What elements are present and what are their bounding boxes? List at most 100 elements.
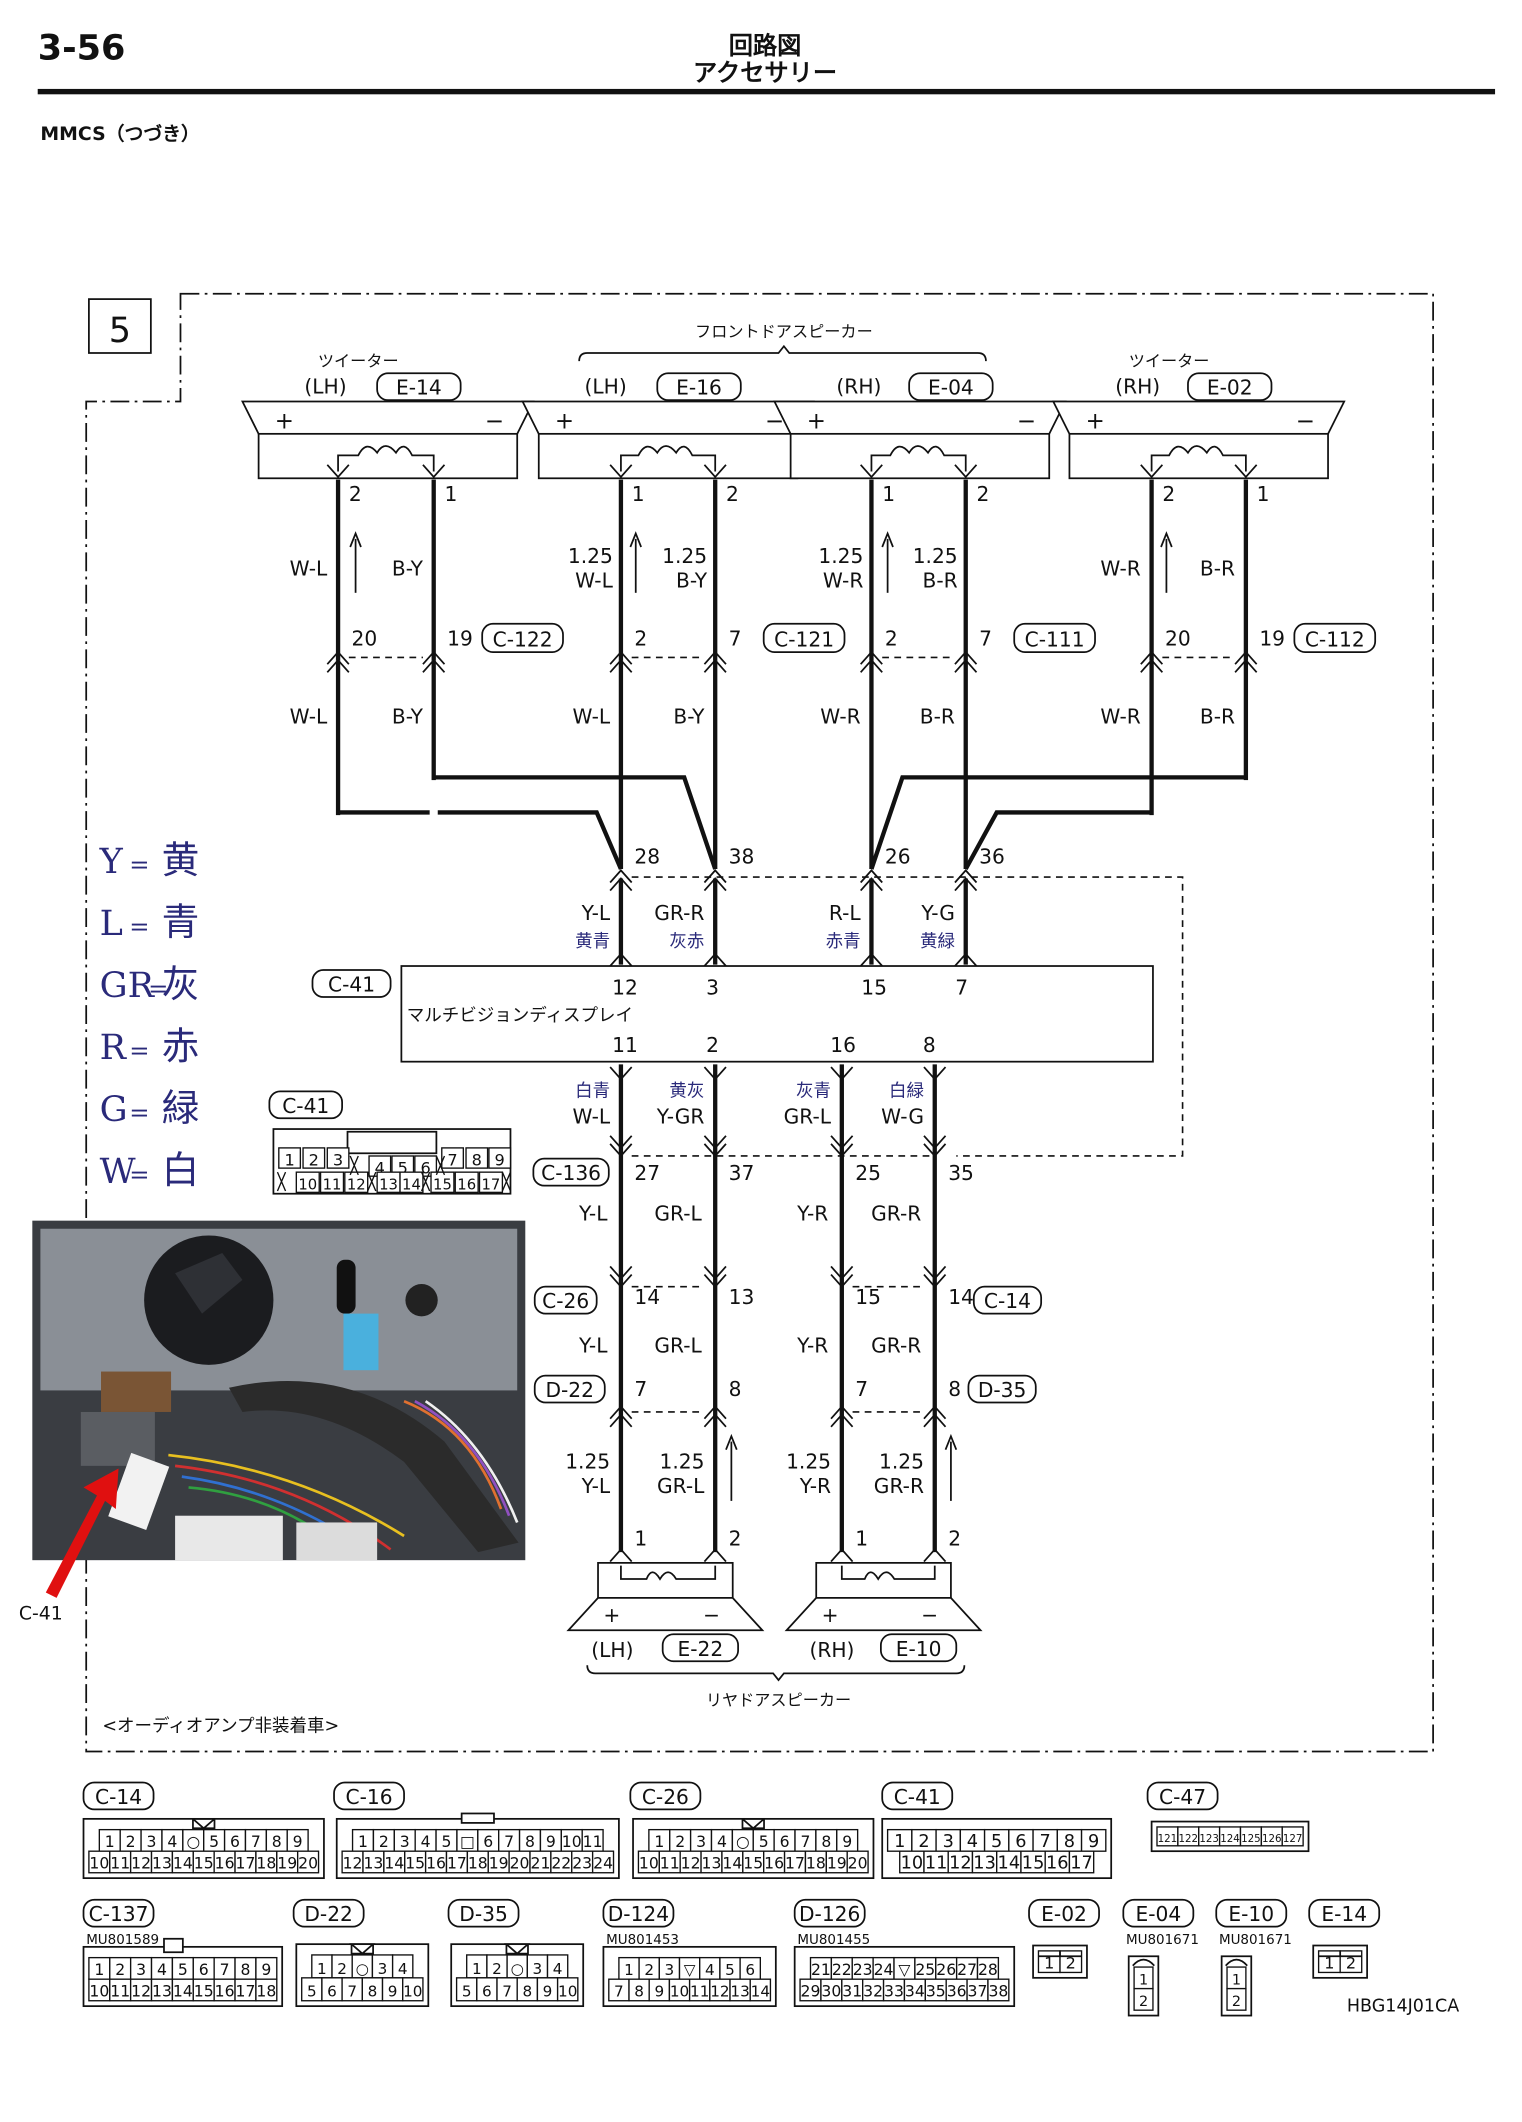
- pin-label: ▽: [898, 1960, 910, 1979]
- c136-connector: C-136: [532, 1157, 610, 1187]
- lower-plus-wire-code: W-R: [820, 704, 860, 728]
- pin-label: 6: [327, 1983, 337, 2001]
- junction-plus-terminal: [1140, 650, 1164, 665]
- pin-label: 24: [874, 1960, 894, 1979]
- speaker-side: (LH): [585, 374, 627, 398]
- front-group-label: フロントドアスピーカー: [695, 322, 873, 341]
- c126-pin: 28: [634, 845, 660, 869]
- blank-pin-icon: [501, 1171, 512, 1192]
- speaker-symbol-term-plus: [326, 464, 350, 479]
- pin-label: 14: [384, 1854, 404, 1873]
- legend-equals: =: [129, 1098, 149, 1127]
- speaker-connector: E-16: [656, 372, 742, 402]
- display-lower-terminal: [830, 1066, 854, 1081]
- face-c-137-part-number: MU801589: [86, 1932, 159, 1948]
- face-c-137-label-outline: [82, 1898, 155, 1928]
- speaker-connector: E-04: [908, 372, 994, 402]
- display-lower-pin: 8: [923, 1033, 936, 1057]
- face-e-10-label: E-10: [1215, 1898, 1288, 1928]
- face-c-14-label-outline: [82, 1781, 155, 1811]
- lower-minus-wire-code: B-Y: [392, 704, 424, 728]
- face-d-35-label-outline: [447, 1898, 520, 1928]
- pin-label: 26: [936, 1960, 956, 1979]
- pin-label: 18: [468, 1854, 488, 1873]
- face-d-124-label-outline: [602, 1898, 675, 1928]
- lower-minus-wire-code: B-Y: [673, 704, 705, 728]
- pin-label: 1: [1044, 1953, 1054, 1972]
- pin-label: 2: [126, 1832, 136, 1851]
- junction-connector: C-111: [1013, 622, 1096, 653]
- junction-plus-pin: 2: [634, 626, 647, 650]
- pin-label: 18: [256, 1854, 276, 1873]
- wire-tweeter-lh-plus-route: [338, 810, 623, 870]
- pin-label: 7: [504, 1832, 514, 1851]
- wire-mask: [429, 780, 438, 872]
- pin-label: 9: [388, 1983, 398, 2001]
- c126-terminal: [954, 869, 978, 884]
- speaker-connector-outline: [656, 372, 742, 402]
- pin-label: 14: [722, 1854, 742, 1873]
- rear-wire-code: Y-R: [799, 1474, 831, 1498]
- lower-plus-wire-code: W-R: [1100, 704, 1140, 728]
- pin-cell: [488, 1147, 512, 1169]
- pin-label: 8: [1064, 1832, 1075, 1852]
- legend-code: L: [100, 903, 123, 944]
- display-lower-terminal: [923, 1066, 947, 1081]
- page-title: 回路図: [729, 31, 802, 60]
- c26-c14-terminal-2: [923, 1265, 947, 1280]
- d22-connector-outline: [533, 1374, 606, 1404]
- pin-label: 8: [368, 1983, 378, 2001]
- mid-wire-code-2: GR-L: [654, 1334, 702, 1358]
- pin-label: 10: [639, 1854, 659, 1873]
- face-e-14-label-outline: [1308, 1898, 1381, 1928]
- face-e-02-label: E-02: [1028, 1898, 1100, 1928]
- speaker-side: (LH): [304, 374, 346, 398]
- mid-wire-code: GR-R: [871, 1202, 921, 1226]
- lock-key-icon: [460, 1812, 495, 1824]
- speaker-symbol-term-minus: [954, 464, 978, 479]
- legend-meaning: 赤: [162, 1024, 200, 1068]
- c41-face-connector-outline: [268, 1090, 343, 1120]
- face-c-47-label-outline: [1146, 1781, 1219, 1811]
- pin-label: 2: [675, 1832, 685, 1851]
- c126-terminal: [703, 869, 727, 884]
- c126-terminal: [609, 869, 633, 884]
- pin-label: 9: [543, 1983, 553, 2001]
- pin-label: 10: [298, 1177, 317, 1194]
- junction-connector-outline: [1293, 622, 1377, 653]
- display-upper-pin: 12: [612, 975, 638, 999]
- legend-code: G: [100, 1089, 128, 1130]
- legend-equals: =: [129, 1160, 149, 1189]
- pin-label: 12: [131, 1854, 151, 1873]
- pin-label: 124: [1220, 1833, 1240, 1845]
- pin-label: 2: [1346, 1953, 1356, 1972]
- pin-label: 1: [624, 1961, 634, 1979]
- face-e-04-part-number: MU801671: [1126, 1932, 1199, 1948]
- plus-wire-code: W-R: [1100, 556, 1140, 580]
- pin-label: 9: [1088, 1832, 1099, 1852]
- pin-label: 2: [1066, 1953, 1076, 1972]
- plus-wire-code: W-L: [575, 568, 613, 592]
- junction-connector-outline: [481, 622, 564, 653]
- wire-mask: [1241, 780, 1250, 872]
- pin-label: 14: [173, 1982, 193, 2001]
- pin-label: 17: [236, 1982, 256, 2001]
- c26-c14-pin: 14: [948, 1285, 974, 1309]
- c136-terminal-2: [609, 1135, 633, 1150]
- pin-label: 4: [167, 1832, 177, 1851]
- plus-wire-code: W-R: [823, 568, 863, 592]
- face-e-02-label-label: E-02: [1041, 1902, 1087, 1926]
- display-lower-terminal: [609, 1066, 633, 1081]
- pin-label: 126: [1262, 1833, 1282, 1845]
- rear-plus: +: [603, 1603, 620, 1627]
- speaker-symbol-coil-icon: [337, 445, 435, 472]
- lower-wire-code: W-G: [881, 1105, 924, 1129]
- multivision-display-box: [400, 965, 1154, 1063]
- blank-pin-icon: [367, 1171, 377, 1192]
- d22-d35-terminal-2: [703, 1413, 727, 1428]
- pin-cell: [302, 1147, 326, 1169]
- pin-label: 12: [131, 1982, 151, 2001]
